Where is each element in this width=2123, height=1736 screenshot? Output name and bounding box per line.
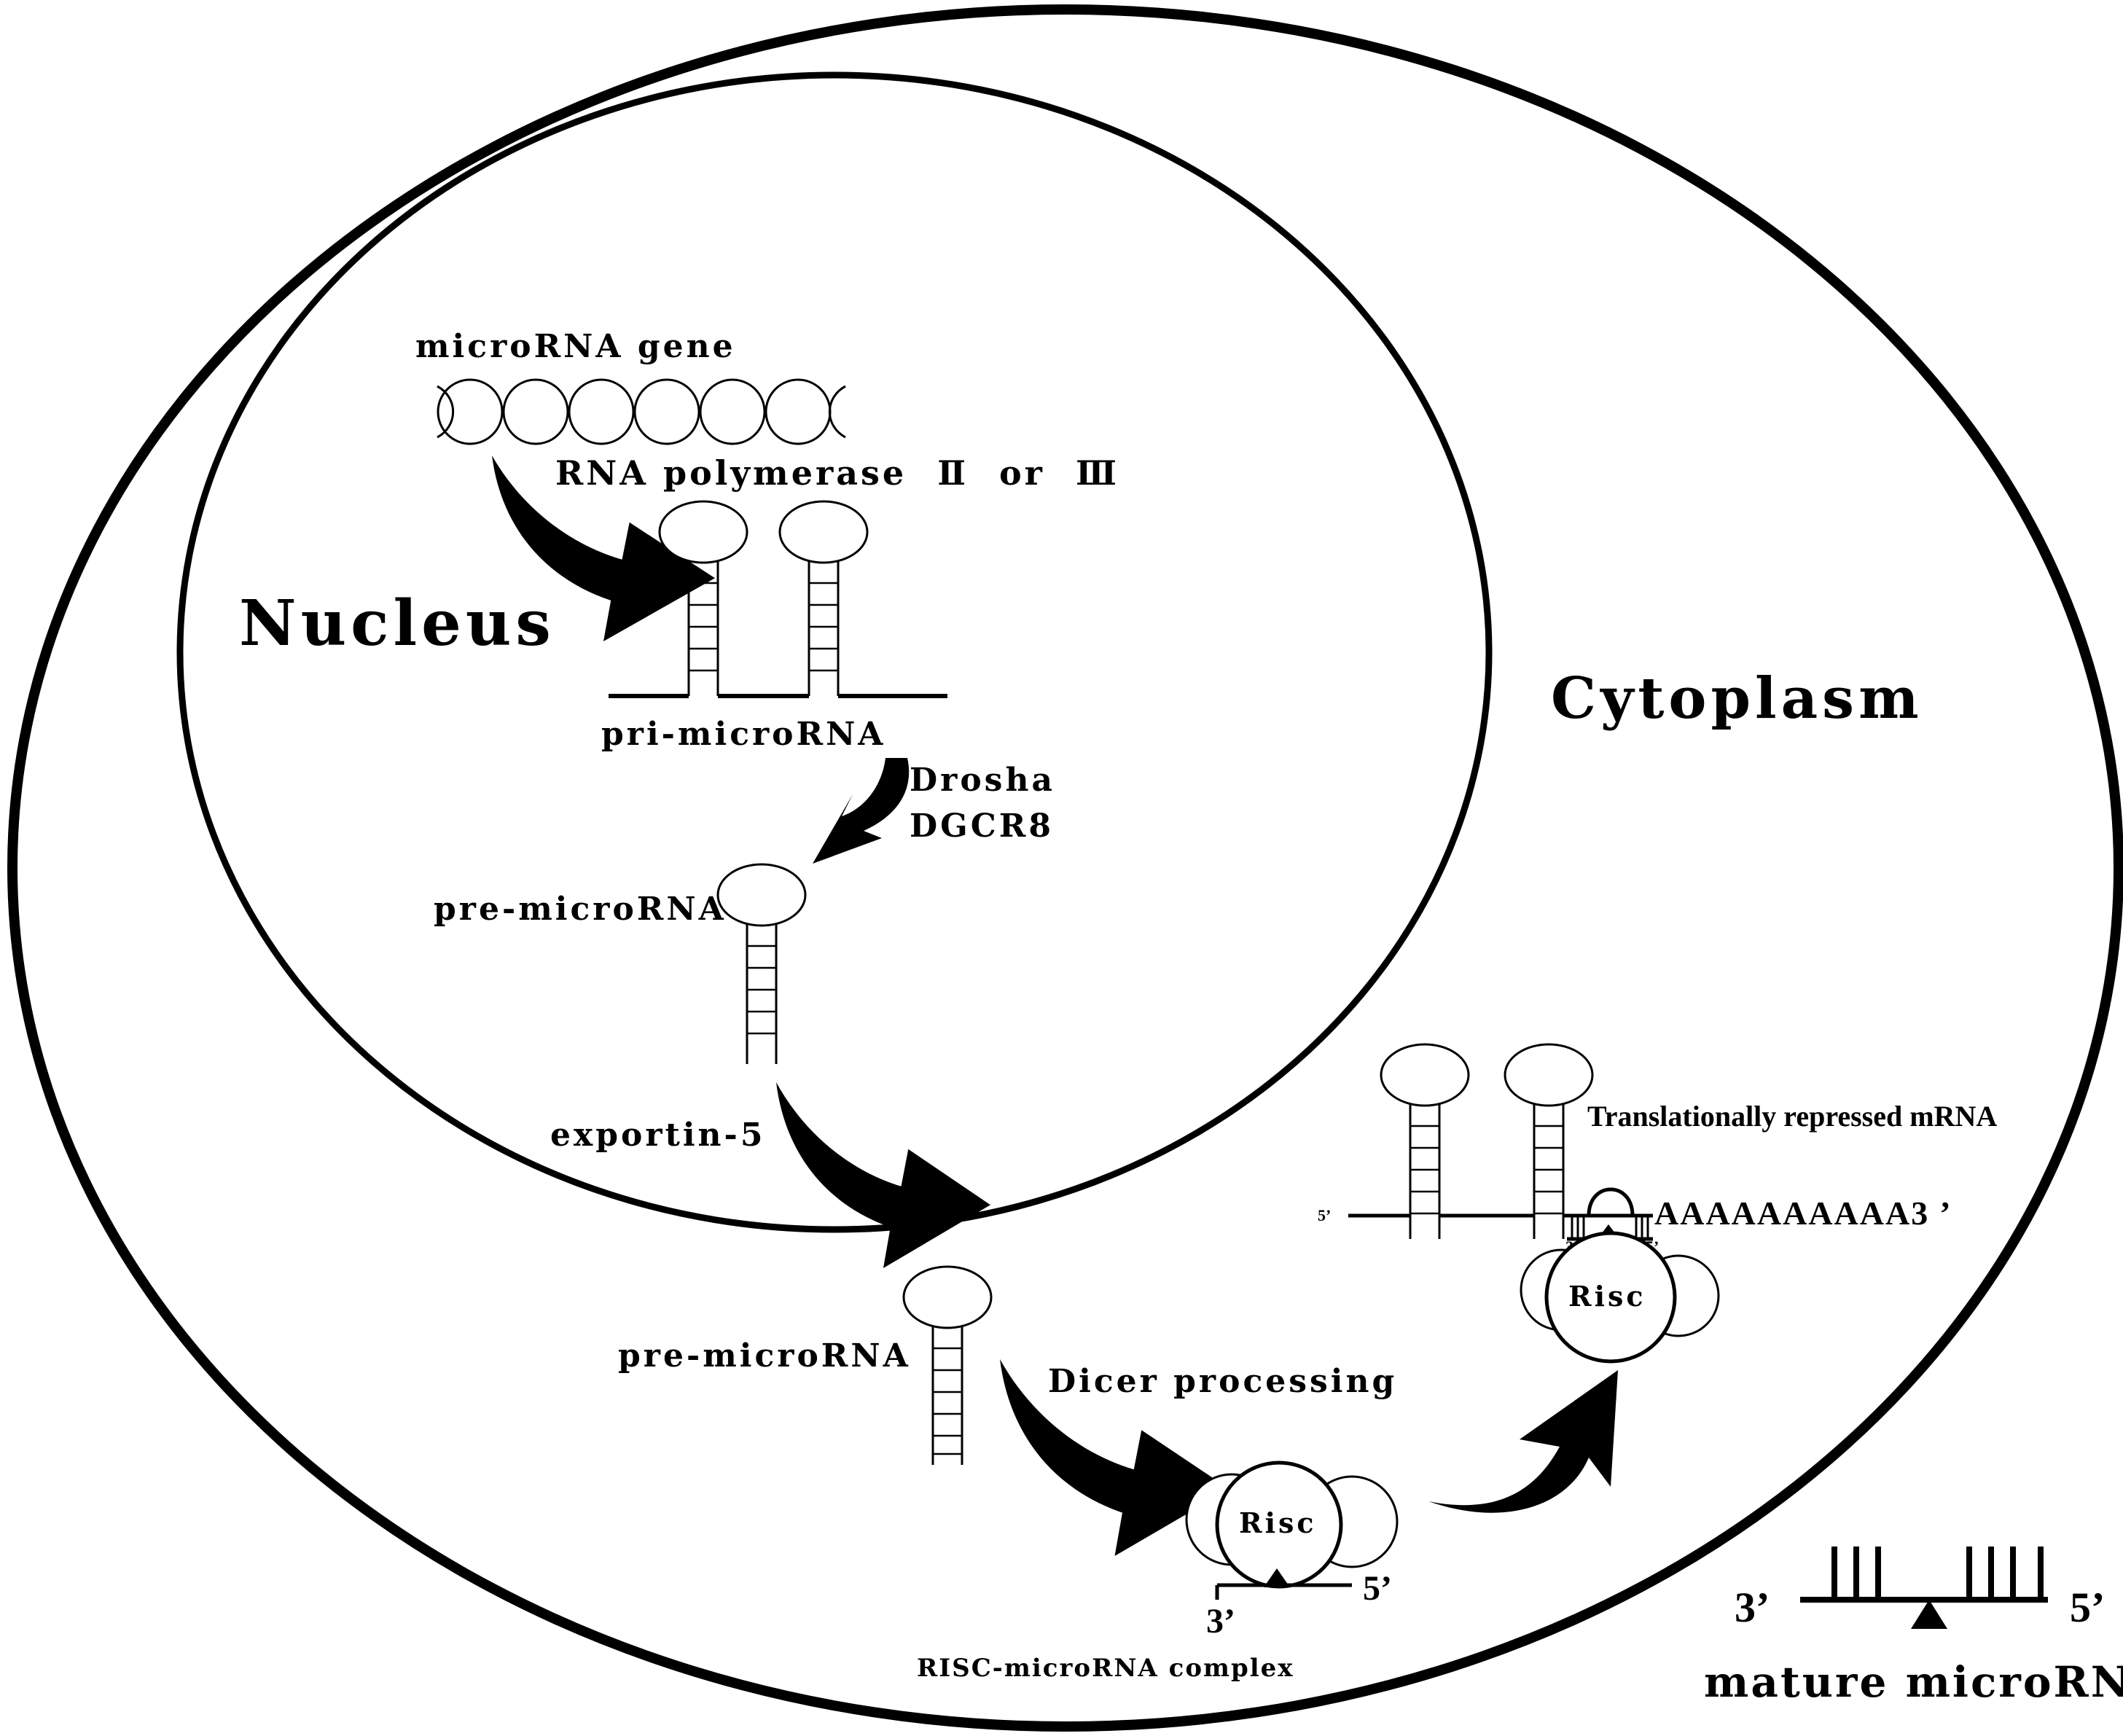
- dgcr8-label: DGCR8: [910, 808, 1054, 845]
- nuclear-envelope: [176, 71, 1493, 1233]
- cytoplasm-membrane: [7, 4, 2123, 1732]
- risc-complex-icon: [1185, 1461, 1399, 1600]
- nucleus-label: Nucleus: [239, 587, 555, 660]
- mature-5prime-label: 5’: [2070, 1584, 2105, 1631]
- dna-coil-icon: [437, 378, 846, 445]
- risc-complex-label: Risc: [1239, 1506, 1317, 1539]
- repressed-mrna-icon: [1348, 1043, 1653, 1241]
- poly-a-tail-label: AAAAAAAAAA3’: [1654, 1195, 1952, 1232]
- cytoplasm-label: Cytoplasm: [1551, 665, 1923, 732]
- targeting-arrow-icon: [1428, 1370, 1618, 1513]
- mature-microrna-label: mature microRNA: [1704, 1657, 2123, 1707]
- pre-microrna-nuclear-label: pre-microRNA: [434, 891, 727, 928]
- dicer-processing-label: Dicer processing: [1048, 1363, 1397, 1400]
- pre-microrna-hairpin-icon: [716, 863, 807, 1060]
- pri-microrna-label: pri-microRNA: [601, 716, 885, 753]
- mrna-5prime-label: 5’: [1318, 1206, 1331, 1224]
- mature-3prime-label: 3’: [1735, 1584, 1770, 1631]
- drosha-arrow-icon: [813, 758, 910, 864]
- rna-polymerase-label: RNA polymerase Ⅱ or Ⅲ: [555, 453, 1119, 493]
- microrna-gene-label: microRNA gene: [415, 328, 736, 365]
- risc-microrna-complex-label: RISC-microRNA complex: [917, 1654, 1294, 1683]
- pre-microrna-cytoplasm-label: pre-microRNA: [618, 1337, 911, 1375]
- bound-risc-label: Risc: [1568, 1280, 1646, 1313]
- drosha-label: Drosha: [910, 762, 1055, 799]
- cytoplasm-pre-microrna-hairpin-icon: [902, 1265, 993, 1463]
- export-arrow-icon: [776, 1082, 990, 1268]
- risc-3prime-label: 3’: [1206, 1602, 1235, 1641]
- pri-microrna-icon: [609, 500, 947, 698]
- mature-microrna-icon: [1800, 1547, 2048, 1629]
- risc-5prime-label: 5’: [1363, 1569, 1392, 1608]
- bound-risc-icon: [1520, 1231, 1720, 1364]
- exportin5-label: exportin-5: [550, 1117, 765, 1154]
- repressed-mrna-label: Translationally repressed mRNA: [1587, 1100, 1997, 1133]
